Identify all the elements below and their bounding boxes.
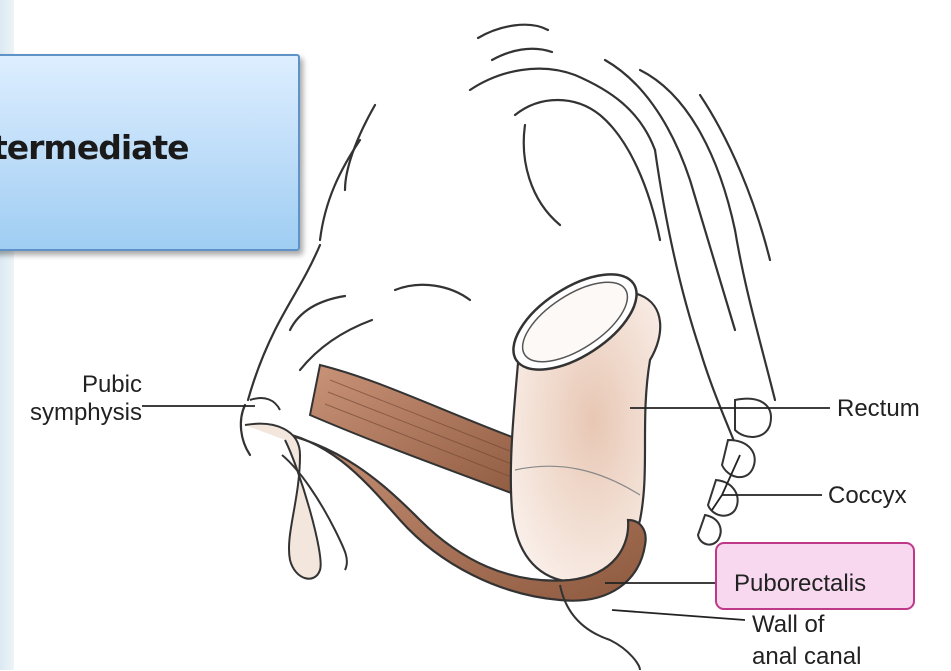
label-wall-of: Wall of [752,610,824,639]
title-callout-box: termediate [0,54,300,251]
label-pubic: Pubic [72,370,142,399]
label-puborectalis: Puborectalis [734,569,866,598]
label-rectum: Rectum [837,394,920,423]
label-anal-canal: anal canal [752,642,861,671]
label-coccyx: Coccyx [828,481,907,510]
slide-title: termediate [0,128,189,167]
label-symphysis: symphysis [20,398,142,427]
